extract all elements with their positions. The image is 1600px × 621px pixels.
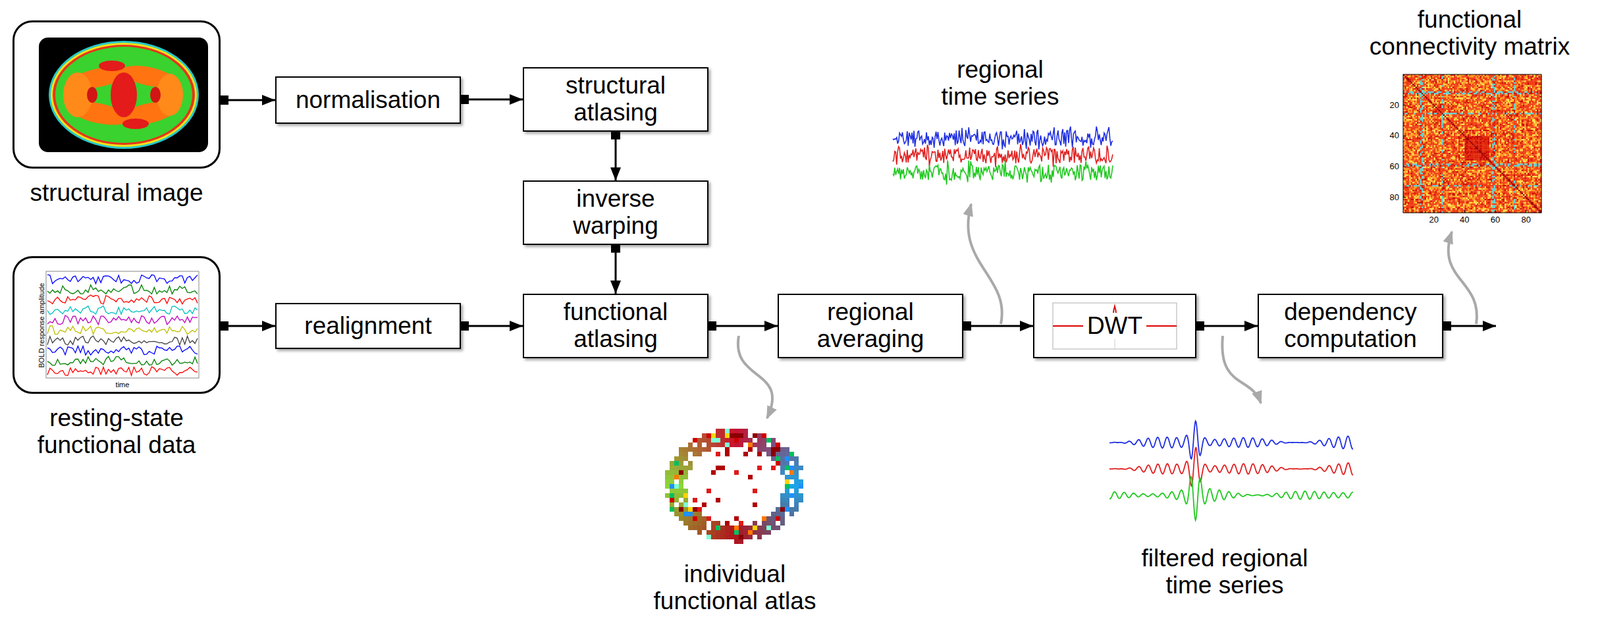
diagram-stage: structural imagenormalisationstructural … xyxy=(0,0,1600,621)
